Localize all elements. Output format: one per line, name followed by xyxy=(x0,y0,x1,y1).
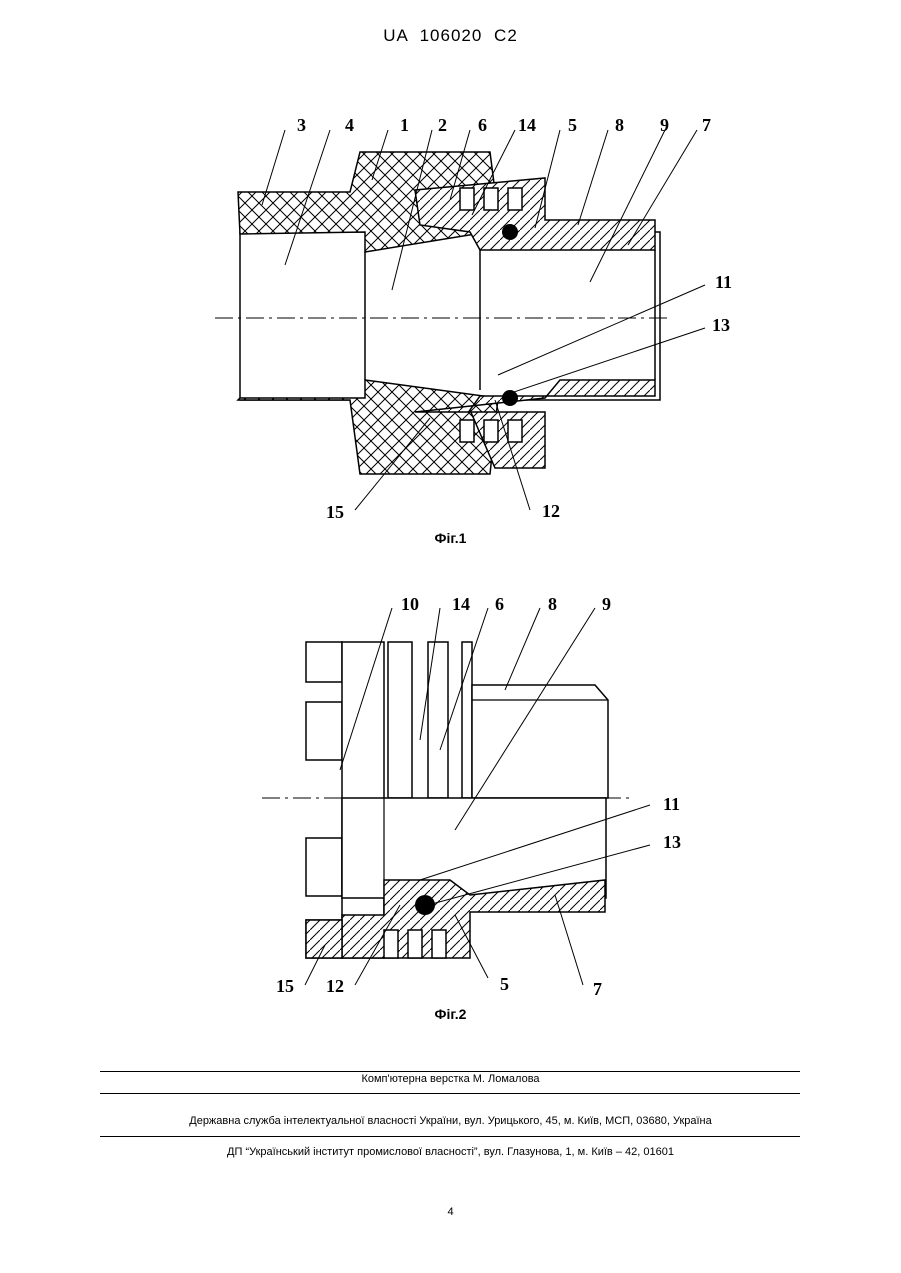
label-14: 14 xyxy=(518,115,536,135)
footer-rule-2 xyxy=(100,1093,800,1094)
typesetting-credit: Комп'ютерна верстка М. Ломалова xyxy=(0,1073,901,1085)
o-ring-2 xyxy=(415,895,435,915)
label-4: 4 xyxy=(345,115,354,135)
institute-address: ДП “Український інститут промислової вла… xyxy=(0,1146,901,1158)
label-2: 2 xyxy=(438,115,447,135)
label-3: 3 xyxy=(297,115,306,135)
label-12-fig2: 12 xyxy=(326,976,344,996)
figure-1-drawing: 3 4 1 2 6 14 5 8 9 7 11 13 15 12 xyxy=(0,100,901,530)
label-10: 10 xyxy=(401,594,419,614)
figure-2: 10 14 6 8 9 11 13 15 12 5 7 xyxy=(0,590,901,1000)
teeth-upper xyxy=(460,188,522,210)
footer-rule-3 xyxy=(100,1136,800,1137)
label-15: 15 xyxy=(326,502,344,522)
figure-2-drawing: 10 14 6 8 9 11 13 15 12 5 7 xyxy=(0,590,901,1000)
o-ring-upper xyxy=(502,224,518,240)
o-ring-lower xyxy=(502,390,518,406)
bore-2 xyxy=(342,798,606,898)
teeth-2 xyxy=(384,930,446,958)
label-15-fig2: 15 xyxy=(276,976,294,996)
label-6: 6 xyxy=(478,115,487,135)
flange-blocks xyxy=(306,642,342,958)
publication-number: UA 106020 C2 xyxy=(0,26,901,46)
footer-rule-1 xyxy=(100,1071,800,1072)
label-14-fig2: 14 xyxy=(452,594,470,614)
label-13: 13 xyxy=(712,315,730,335)
ribs xyxy=(388,642,472,798)
page-number: 4 xyxy=(0,1206,901,1218)
label-7-fig2: 7 xyxy=(593,979,602,999)
figure-2-caption: Фіг.2 xyxy=(0,1006,901,1022)
figure-1-caption: Фіг.1 xyxy=(0,530,901,546)
figure-1: 3 4 1 2 6 14 5 8 9 7 11 13 15 12 xyxy=(0,100,901,530)
label-1: 1 xyxy=(400,115,409,135)
label-11: 11 xyxy=(715,272,732,292)
label-12: 12 xyxy=(542,501,560,521)
label-8: 8 xyxy=(615,115,624,135)
label-9-fig2: 9 xyxy=(602,594,611,614)
label-7: 7 xyxy=(702,115,711,135)
bore xyxy=(240,232,660,400)
pipe-upper xyxy=(472,685,608,798)
label-5: 5 xyxy=(568,115,577,135)
label-8-fig2: 8 xyxy=(548,594,557,614)
label-13-fig2: 13 xyxy=(663,832,681,852)
label-6-fig2: 6 xyxy=(495,594,504,614)
label-5-fig2: 5 xyxy=(500,974,509,994)
label-9: 9 xyxy=(660,115,669,135)
teeth-lower xyxy=(460,420,522,442)
agency-address: Державна служба інтелектуальної власност… xyxy=(0,1115,901,1127)
label-11-fig2: 11 xyxy=(663,794,680,814)
